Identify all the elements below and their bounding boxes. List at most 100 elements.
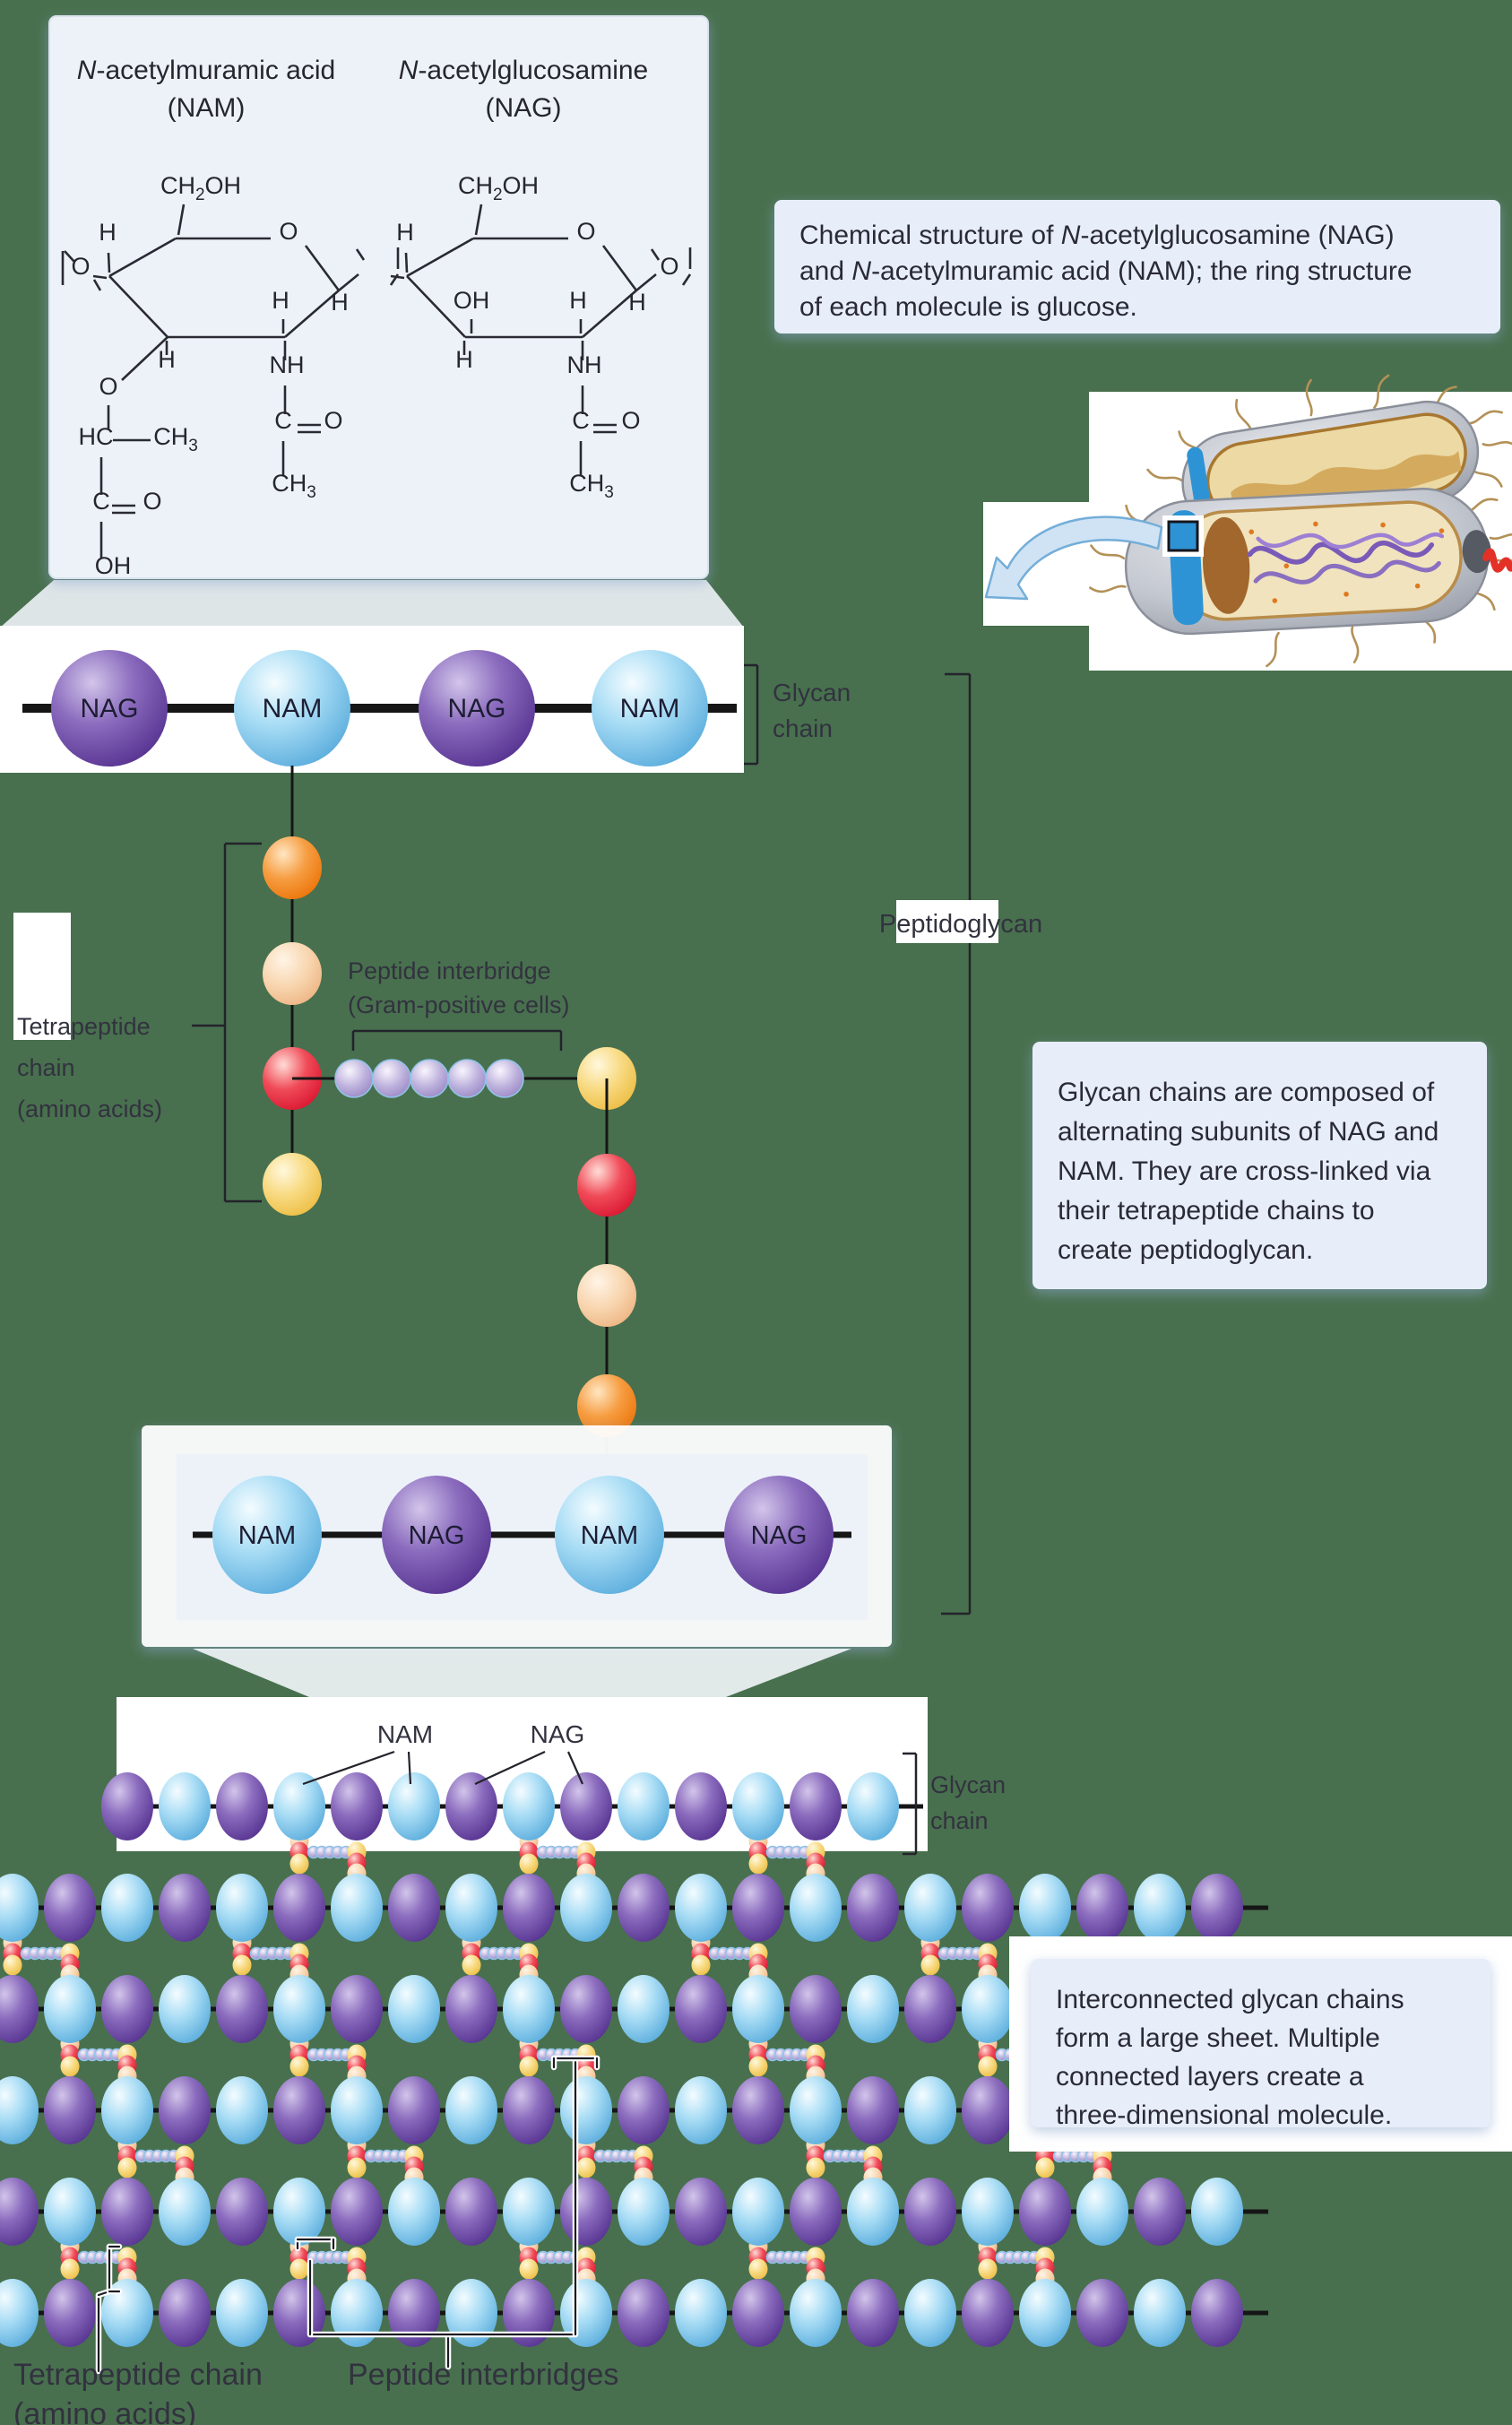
nam-bead — [273, 1975, 325, 2043]
amino-acid-bead — [519, 2258, 539, 2280]
amino-acid-bead — [60, 2056, 80, 2077]
amino-acid-bead — [691, 1954, 711, 1976]
nam-bead — [962, 2178, 1014, 2246]
atom-label: O — [99, 373, 117, 400]
nam-bead — [675, 1874, 727, 1942]
amino-acid-bead — [3, 1954, 22, 1976]
nam-bead — [388, 1772, 440, 1840]
peptidoglycan-label: Peptidoglycan — [879, 910, 1042, 939]
nam-bead — [159, 2178, 211, 2246]
nam-bead — [618, 1975, 670, 2043]
nag-bead — [560, 1772, 612, 1840]
nam-bead — [555, 1476, 664, 1594]
amino-acid-bead — [60, 2258, 80, 2280]
nam-bead — [790, 2279, 842, 2347]
amino-acid-bead — [289, 1853, 309, 1875]
nam-bead — [159, 1975, 211, 2043]
callout-box — [1032, 1042, 1487, 1289]
sheet-nag-label: NAG — [531, 1720, 585, 1748]
nam-bead — [1134, 2279, 1186, 2347]
atom-label: CH3​ — [272, 470, 316, 502]
nag-bead — [962, 2076, 1014, 2144]
nam-bead — [847, 1772, 899, 1840]
callout-text: and N-acetylmuramic acid (NAM); the ring… — [799, 256, 1413, 286]
amino-acid-bead — [232, 1954, 252, 1976]
atom-label: OH — [454, 287, 490, 314]
nam-bead — [560, 2076, 612, 2144]
nam-bead — [1076, 2178, 1128, 2246]
nag-bead — [503, 1874, 555, 1942]
glycan-chain-label: Glycan — [930, 1771, 1006, 1798]
zoom-square — [1167, 520, 1199, 552]
peptide-interbridges-label: Peptide interbridges — [348, 2358, 618, 2392]
nam-bead — [503, 1772, 555, 1840]
callout-text: alternating subunits of NAG and — [1058, 1117, 1439, 1147]
nag-bead — [445, 2178, 497, 2246]
sheet-nam-label: NAM — [377, 1720, 433, 1748]
bead-label: NAG — [80, 694, 138, 723]
nag-bead — [790, 1975, 842, 2043]
nam-bead — [847, 2178, 899, 2246]
callout-text: of each molecule is glucose. — [799, 292, 1137, 322]
amino-acid-bead — [117, 2157, 137, 2178]
nag-bead — [0, 1975, 39, 2043]
atom-label: C — [572, 407, 590, 434]
nam-bead — [216, 2279, 268, 2347]
amino-acid-bead — [748, 1853, 768, 1875]
atom-label: CH2​OH — [458, 172, 539, 204]
nag-bead — [44, 2279, 96, 2347]
nam-abbr: (NAM) — [168, 93, 246, 123]
nag-bead — [847, 2076, 899, 2144]
atom-label: H — [331, 289, 349, 316]
nam-bead — [503, 2178, 555, 2246]
callout-glycan-chains: Glycan chains are composed ofalternating… — [1032, 1042, 1487, 1289]
glycan-chain-row — [101, 1772, 923, 1840]
bead-label: NAM — [581, 1521, 638, 1550]
nam-bead — [0, 1874, 39, 1942]
nam-bead — [675, 2076, 727, 2144]
atom-label: OH — [95, 552, 132, 579]
nag-bead — [962, 2279, 1014, 2347]
amino-acid-bead — [289, 2258, 309, 2280]
amino-acid-bead — [978, 2056, 998, 2077]
interbridge-bead — [485, 1059, 524, 1098]
zoom-arrow-icon — [984, 515, 1163, 601]
nam-bead — [618, 1772, 670, 1840]
nam-bead — [847, 1975, 899, 2043]
tetrapeptide-label: (amino acids) — [13, 2397, 196, 2425]
nag-bead — [388, 1874, 440, 1942]
nag-title: N-acetylglucosamine — [399, 56, 648, 85]
nag-bead — [44, 1874, 96, 1942]
peptidoglycan-bracket: Peptidoglycan — [879, 672, 1042, 1615]
nag-bead — [159, 1874, 211, 1942]
atom-label: H — [569, 287, 587, 314]
nam-bead — [445, 1874, 497, 1942]
nam-bead — [1191, 2178, 1243, 2246]
nag-bead — [560, 2178, 612, 2246]
nucleoid-dna — [1247, 541, 1435, 565]
nam-bead — [101, 1874, 153, 1942]
nam-bead — [273, 1772, 325, 1840]
nam-bead — [212, 1476, 322, 1594]
amino-acid-bead — [806, 2157, 825, 2178]
nag-bead — [847, 2279, 899, 2347]
atom-label: O — [143, 488, 161, 515]
nucleoid-dna — [1256, 532, 1445, 550]
amino-acid-bead — [263, 836, 322, 899]
nag-bead — [0, 2178, 39, 2246]
amino-acid-bead — [347, 2157, 367, 2178]
nag-bead — [790, 1772, 842, 1840]
bacteria-inset — [983, 374, 1512, 671]
nam-title: N-acetylmuramic acid — [77, 56, 335, 85]
tetrapeptide-label: (amino acids) — [17, 1096, 162, 1122]
nag-bead — [732, 1874, 784, 1942]
tetrapeptide-chain-2 — [577, 1078, 636, 1479]
nam-bead — [388, 2178, 440, 2246]
nam-bead — [1134, 1874, 1186, 1942]
nam-bead — [675, 2279, 727, 2347]
nag-bead — [560, 1975, 612, 2043]
amino-acid-bead — [577, 1374, 636, 1437]
nag-bead — [675, 2178, 727, 2246]
